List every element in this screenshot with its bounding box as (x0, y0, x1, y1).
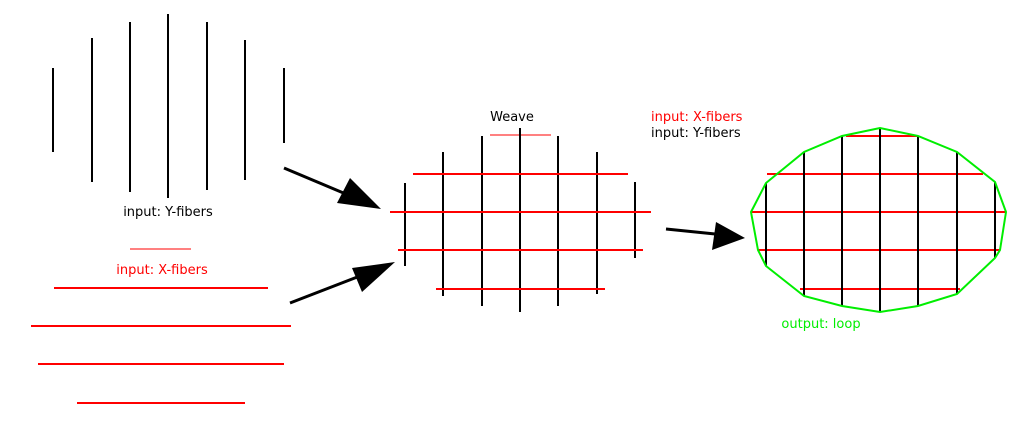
arrowhead-icon (352, 262, 395, 292)
y-fibers-group (52, 14, 285, 198)
weave-verticals (404, 128, 636, 312)
arrowhead-icon (337, 178, 381, 209)
arrowhead-icon (712, 222, 745, 250)
x-fibers-label: input: X-fibers (116, 263, 208, 278)
weave-title: Weave (490, 110, 534, 125)
output-label: output: loop (781, 317, 860, 332)
weave-input-x-label: input: X-fibers (651, 110, 743, 125)
output-horizontals (751, 135, 1006, 290)
y-fibers-label: input: Y-fibers (123, 205, 213, 220)
output-loop (749, 126, 1008, 314)
weave-horizontals (390, 173, 651, 290)
x-fibers-group (31, 287, 291, 404)
weave-input-y-label: input: Y-fibers (651, 126, 741, 141)
output-verticals (765, 128, 996, 312)
